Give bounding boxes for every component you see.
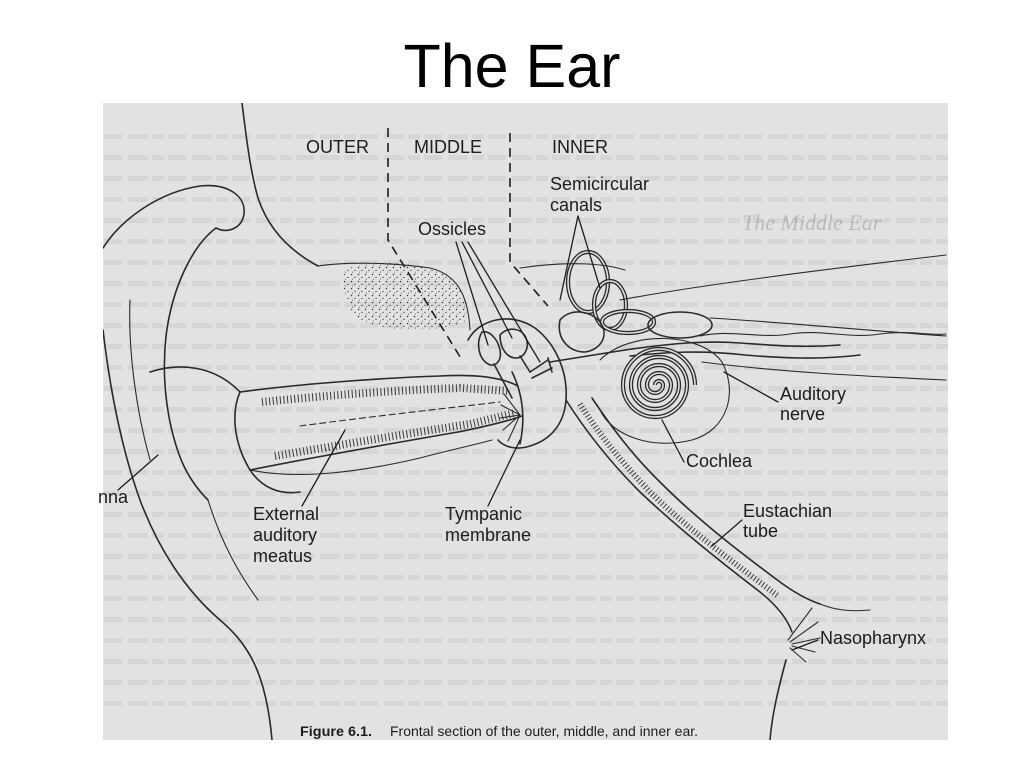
blood-vessel bbox=[699, 332, 947, 337]
ear-canal-lower-wall bbox=[249, 415, 523, 471]
bleed-through-text-texture bbox=[103, 130, 948, 720]
label-ossicles: Ossicles bbox=[418, 219, 486, 239]
pointer-external-auditory-meatus bbox=[301, 429, 346, 507]
ossicle-incus bbox=[499, 328, 531, 373]
pointer-eustachian-tube bbox=[711, 519, 743, 547]
cochlea-spiral-inner bbox=[622, 348, 696, 418]
jaw-contour bbox=[249, 439, 493, 475]
ear-canal-upper-wall bbox=[239, 374, 519, 393]
figure-caption-number: Figure 6.1. bbox=[300, 723, 372, 739]
pointer-ossicles bbox=[455, 241, 541, 363]
auditory-nerve-upper bbox=[624, 341, 841, 351]
earlobe-inner-outline bbox=[207, 499, 259, 601]
pharynx-wall-right bbox=[819, 603, 871, 612]
label-tympanic-membrane-line1: Tympanic bbox=[445, 504, 522, 524]
label-external-auditory-meatus-line3: meatus bbox=[253, 546, 312, 566]
middle-ear-cavity bbox=[467, 318, 567, 449]
outer-middle-boundary bbox=[387, 128, 463, 361]
auditory-nerve-lower bbox=[629, 351, 861, 359]
temporal-bone-stipple bbox=[343, 262, 467, 330]
pinna-inner-fold bbox=[129, 299, 151, 461]
eustachian-tube-lower-wall bbox=[591, 397, 821, 605]
vestibule bbox=[558, 311, 605, 353]
eustachian-tube-upper-wall bbox=[565, 399, 793, 633]
figure-caption-text: Frontal section of the outer, middle, an… bbox=[390, 723, 698, 739]
slide-title: The Ear bbox=[403, 32, 621, 100]
label-cochlea: Cochlea bbox=[686, 451, 753, 471]
head-skin-outline bbox=[241, 103, 319, 267]
pointer-tympanic-membrane bbox=[487, 439, 521, 507]
region-label-outer: OUTER bbox=[306, 137, 369, 157]
tympanic-membrane-fan bbox=[499, 393, 521, 442]
label-auditory-nerve-line1: Auditory bbox=[780, 384, 846, 404]
temporal-bone-outline bbox=[317, 262, 471, 331]
tympanic-membrane bbox=[511, 371, 524, 445]
pharynx-wall bbox=[769, 659, 787, 740]
label-external-auditory-meatus-line1: External bbox=[253, 504, 319, 524]
concha-outline bbox=[149, 366, 241, 393]
middle-inner-boundary bbox=[509, 133, 549, 307]
nasopharynx-opening-fan bbox=[787, 607, 821, 663]
skull-line-right-2 bbox=[709, 317, 947, 337]
skull-line-right-3 bbox=[701, 361, 947, 381]
eustachian-tube-lining bbox=[577, 402, 780, 599]
label-semicircular-canals-line1: Semicircular bbox=[550, 174, 649, 194]
ossicle-malleus bbox=[477, 330, 513, 399]
bleed-through-heading: The Middle Ear bbox=[742, 210, 882, 235]
skull-line-right-1 bbox=[619, 254, 947, 301]
region-label-middle: MIDDLE bbox=[414, 137, 482, 157]
label-external-auditory-meatus-line2: auditory bbox=[253, 525, 317, 545]
label-nasopharynx: Nasopharynx bbox=[820, 628, 926, 648]
facial-nerve-loop bbox=[647, 311, 713, 339]
ear-canal-upper-lining bbox=[261, 383, 511, 406]
label-semicircular-canals-line2: canals bbox=[550, 195, 602, 215]
lateral-canal-inner bbox=[601, 310, 655, 334]
inner-ear-capsule bbox=[599, 337, 730, 444]
pointer-nasopharynx bbox=[791, 639, 819, 651]
helix-outline bbox=[103, 184, 245, 249]
pointer-semicircular-canals bbox=[559, 215, 601, 301]
pointer-cochlea bbox=[661, 419, 685, 463]
label-pinna-partial: nna bbox=[98, 487, 129, 507]
region-label-inner: INNER bbox=[552, 137, 608, 157]
pinna-back-edge bbox=[103, 329, 273, 740]
ear-canal-mid-line bbox=[299, 401, 501, 427]
ossicle-stapes bbox=[529, 357, 553, 379]
oval-window-rod bbox=[549, 349, 626, 363]
label-eustachian-tube-line2: tube bbox=[743, 521, 778, 541]
anatomy-drawing bbox=[103, 103, 947, 740]
pointer-auditory-nerve bbox=[723, 371, 779, 403]
label-tympanic-membrane-line2: membrane bbox=[445, 525, 531, 545]
label-eustachian-tube-line1: Eustachian bbox=[743, 501, 832, 521]
pointer-pinna bbox=[117, 454, 159, 491]
skull-line-upper bbox=[519, 263, 626, 271]
label-auditory-nerve-line2: nerve bbox=[780, 404, 825, 424]
antihelix-outline bbox=[163, 227, 217, 501]
